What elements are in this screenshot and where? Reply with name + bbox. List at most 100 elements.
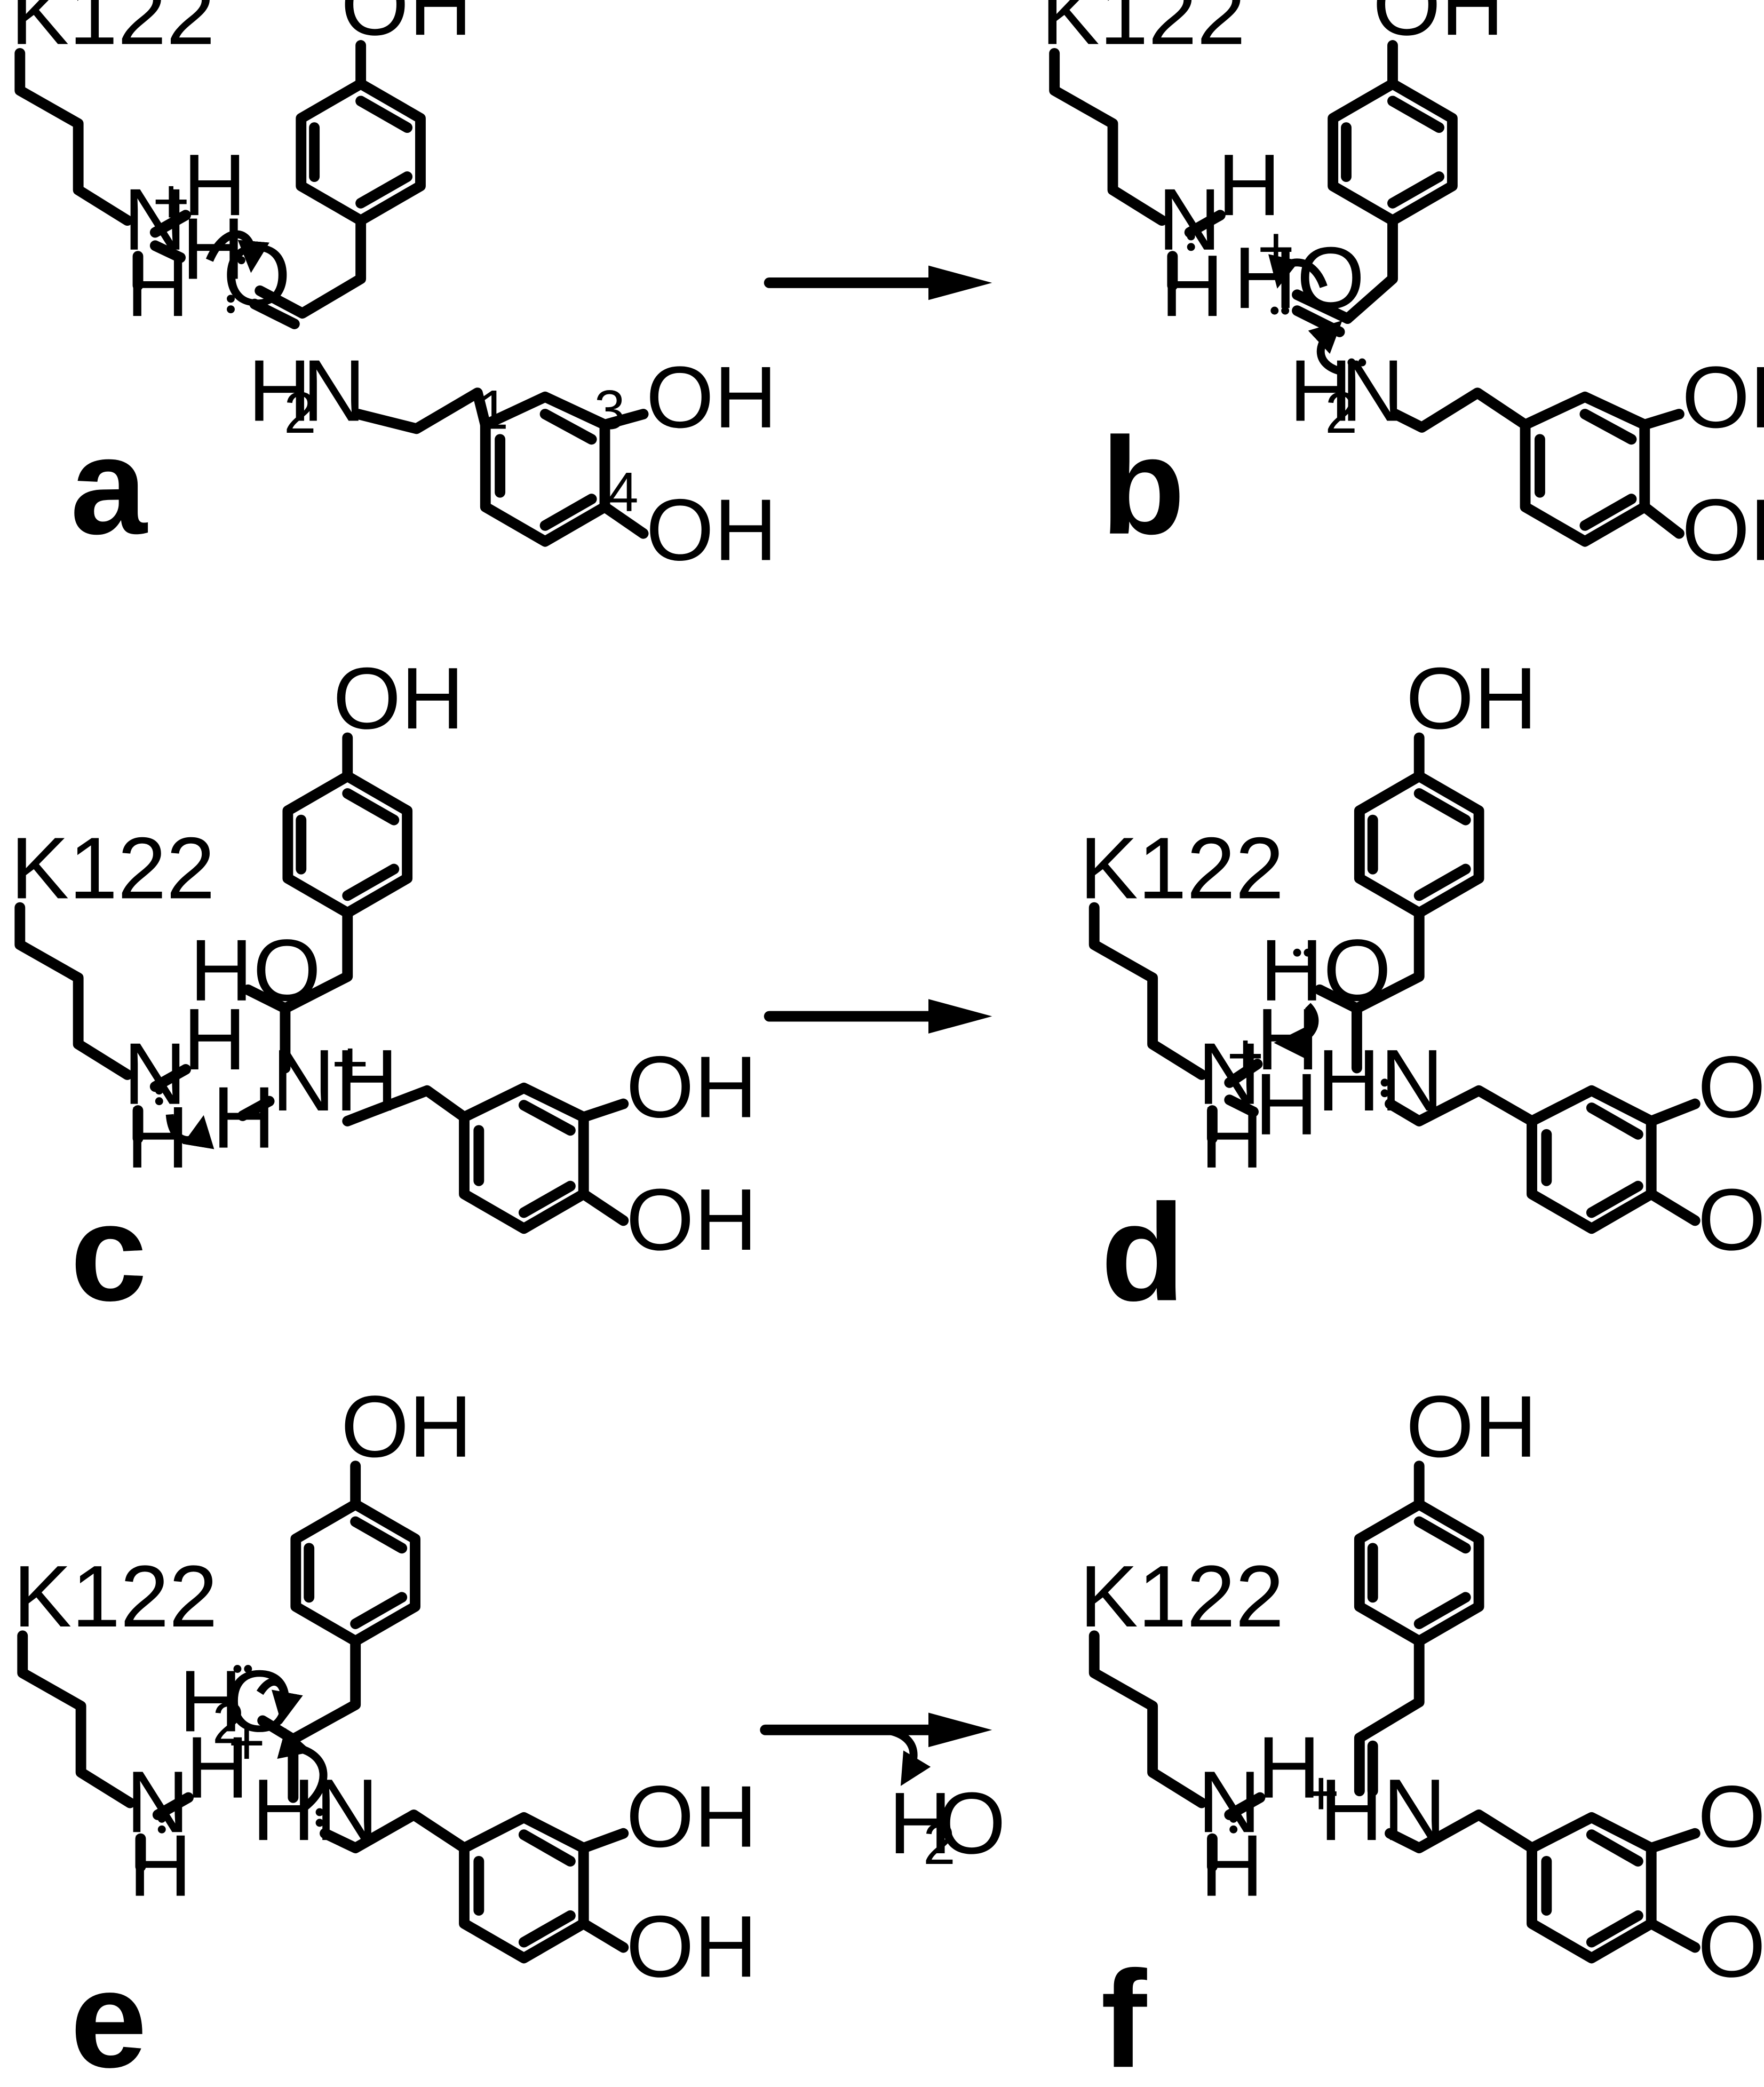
n-h-bond xyxy=(237,1096,275,1121)
n-h-bond xyxy=(1224,1094,1259,1117)
hydrogen-top: H xyxy=(183,990,246,1088)
panel-a: K122 N + H H H OH O H 2 N OH OH xyxy=(11,0,777,578)
amine-subscript: 2 xyxy=(284,380,316,446)
side-chain xyxy=(255,215,367,319)
hydroxyl-3: OH xyxy=(626,1037,757,1136)
c-oh-bond xyxy=(578,1188,629,1226)
amine-n: N xyxy=(1341,341,1404,439)
residue-label: K122 xyxy=(1079,1547,1284,1645)
side-chain xyxy=(1314,907,1425,1014)
ring-position-3: 3 xyxy=(594,378,625,441)
ring-double-bond xyxy=(355,96,413,133)
ring-double-bond xyxy=(355,171,413,209)
n-h-bond xyxy=(149,240,186,263)
hydroxyl-label: HO xyxy=(1260,921,1391,1019)
hydroxyl-4: OH xyxy=(1698,1170,1764,1268)
ring-double-bond xyxy=(1387,96,1444,133)
side-chain xyxy=(1342,215,1398,324)
panel-label: d xyxy=(1101,1175,1185,1329)
curly-arrow xyxy=(1274,1003,1319,1059)
amine-n: N xyxy=(303,341,365,439)
ethyl-chain xyxy=(1385,1810,1537,1854)
hydroxyl-4: OH xyxy=(1698,1897,1764,1995)
water-h: H xyxy=(888,1774,951,1872)
water-loss-arrow xyxy=(859,1725,931,1786)
reaction-arrow xyxy=(764,999,992,1034)
water-charge: + xyxy=(228,1707,266,1778)
residue-label: K122 xyxy=(1079,819,1284,917)
curly-arrow xyxy=(205,230,269,273)
panel-label: c xyxy=(70,1175,147,1329)
ring-double-bond xyxy=(518,1180,576,1218)
ring-double-bond xyxy=(342,863,400,901)
hydroxyl-4: OH xyxy=(646,480,777,578)
water-subscript: 2 xyxy=(212,1691,245,1756)
hydrogen-bottom: H xyxy=(1201,1816,1264,1915)
hydroxyl-3: OH xyxy=(626,1767,757,1866)
n-h-bond xyxy=(149,1064,191,1092)
carbonyl-double-bond xyxy=(249,298,300,329)
residue-label: K122 xyxy=(1041,0,1245,63)
hydrogen-bottom: H xyxy=(1201,1088,1264,1186)
ethyl-chain xyxy=(1390,387,1531,433)
ring-double-bond xyxy=(1413,863,1471,901)
side-chain xyxy=(1354,1636,1425,1797)
c-oh-bond xyxy=(578,1918,629,1953)
curly-arrow xyxy=(1268,254,1328,289)
n-h-bond xyxy=(152,1792,194,1820)
residue-label: K122 xyxy=(11,0,215,63)
ring-double-bond xyxy=(1413,788,1471,826)
ring-double-bond xyxy=(1413,1592,1471,1629)
c-oh-bond xyxy=(599,502,649,539)
lysine-chain xyxy=(14,902,133,1080)
hydroxyl-3: OH xyxy=(646,348,777,446)
panel-e: K122 N H H OH H 2 O + HN OH OH e xyxy=(13,1377,757,2087)
c-oh-bond xyxy=(599,409,649,430)
c-oh-bond xyxy=(1639,502,1684,539)
ring-position-4: 4 xyxy=(607,461,638,523)
ring-double-bond xyxy=(350,1516,408,1554)
phenol-label: OH xyxy=(333,649,464,747)
n-h-bond xyxy=(149,210,191,238)
lysine-chain xyxy=(1088,1630,1207,1808)
water-subscript: 2 xyxy=(923,1812,956,1877)
ring-double-bond xyxy=(1413,1516,1471,1554)
ethyl-chain xyxy=(1385,1085,1537,1126)
amine-h: H xyxy=(248,341,311,439)
panel-b: K122 N H H OH HO + H 2 N OH OH b xyxy=(1041,0,1764,578)
phenol-label: OH xyxy=(1406,1377,1537,1475)
hydroxyl-3: OH xyxy=(1682,348,1764,446)
ring-double-bond xyxy=(518,1910,576,1948)
amine-h: H xyxy=(1289,341,1352,439)
lysine-chain xyxy=(1049,47,1167,226)
panel-label: f xyxy=(1101,1942,1148,2087)
hydroxyl-label: HO xyxy=(189,921,321,1019)
ethyl-chain xyxy=(320,1810,470,1854)
panel-c: K122 N H H OH HO NH + H OH OH c xyxy=(11,649,757,1329)
ring-double-bond xyxy=(1579,409,1637,445)
reaction-arrow xyxy=(760,1712,992,1786)
c-oh-bond xyxy=(1646,1098,1701,1126)
oxygen-charge: + xyxy=(1257,214,1294,285)
residue-label: K122 xyxy=(11,819,215,917)
ethyl-chain xyxy=(342,1085,470,1126)
ring-double-bond xyxy=(1586,1829,1643,1867)
side-chain xyxy=(242,907,353,1014)
ring-double-bond xyxy=(518,1829,576,1867)
hydrogen-bottom: H xyxy=(126,236,189,335)
panel-d: K122 N + H H H OH HO HN OH OH d xyxy=(1079,649,1764,1329)
panel-label: e xyxy=(70,1942,147,2087)
reaction-arrow xyxy=(764,265,992,300)
ring-double-bond xyxy=(518,1100,576,1136)
ring-double-bond xyxy=(1579,494,1637,531)
curly-arrow xyxy=(165,1114,214,1149)
lysine-chain xyxy=(1088,902,1207,1080)
residue-label: K122 xyxy=(13,1547,218,1645)
hydrogen-bottom: H xyxy=(129,1816,192,1915)
protonated-hydroxyl: HO xyxy=(1234,228,1365,327)
hydrogen-top: H xyxy=(183,136,246,234)
curly-arrow xyxy=(277,1728,328,1810)
amine-hn: HN xyxy=(1317,1031,1443,1129)
ring-double-bond xyxy=(1586,1102,1643,1140)
